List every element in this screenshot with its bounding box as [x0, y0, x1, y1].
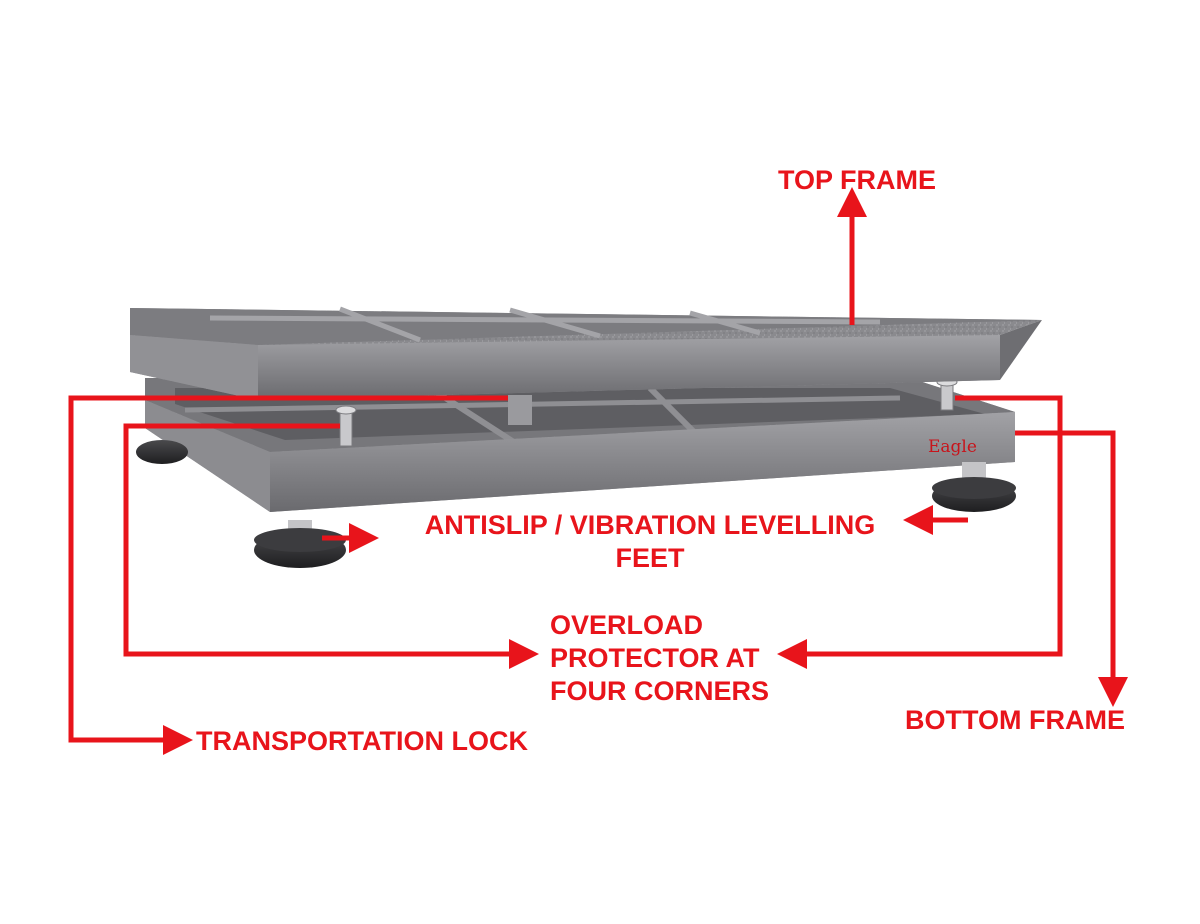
label-feet-line1: ANTISLIP / VIBRATION LEVELLING	[424, 510, 876, 540]
label-bottom-frame: BOTTOM FRAME	[905, 705, 1125, 735]
label-feet: ANTISLIP / VIBRATION LEVELLING FEET	[400, 509, 900, 575]
label-overload-protector: OVERLOAD PROTECTOR AT FOUR CORNERS	[550, 609, 769, 708]
bottom-frame-arrow	[1015, 430, 1128, 707]
foot-front-right	[932, 462, 1016, 512]
label-overload-line2: PROTECTOR AT	[550, 643, 760, 673]
label-feet-line2: FEET	[615, 543, 685, 573]
foot-back-left	[136, 440, 188, 464]
eagle-logo: Eagle	[928, 437, 977, 457]
foot-front-left	[254, 520, 346, 568]
top-frame	[130, 306, 1042, 400]
transport-lock-arrow	[68, 395, 508, 755]
annotation-arrows	[68, 187, 1128, 755]
label-top-frame: TOP FRAME	[778, 165, 937, 195]
overload-arrow-left	[123, 423, 539, 669]
levelling-feet	[136, 440, 1016, 568]
label-overload-line3: FOUR CORNERS	[550, 676, 770, 706]
overload-arrow-right	[777, 395, 1063, 669]
label-transportation-lock: TRANSPORTATION LOCK	[196, 726, 528, 756]
label-overload-line1: OVERLOAD	[550, 610, 704, 640]
